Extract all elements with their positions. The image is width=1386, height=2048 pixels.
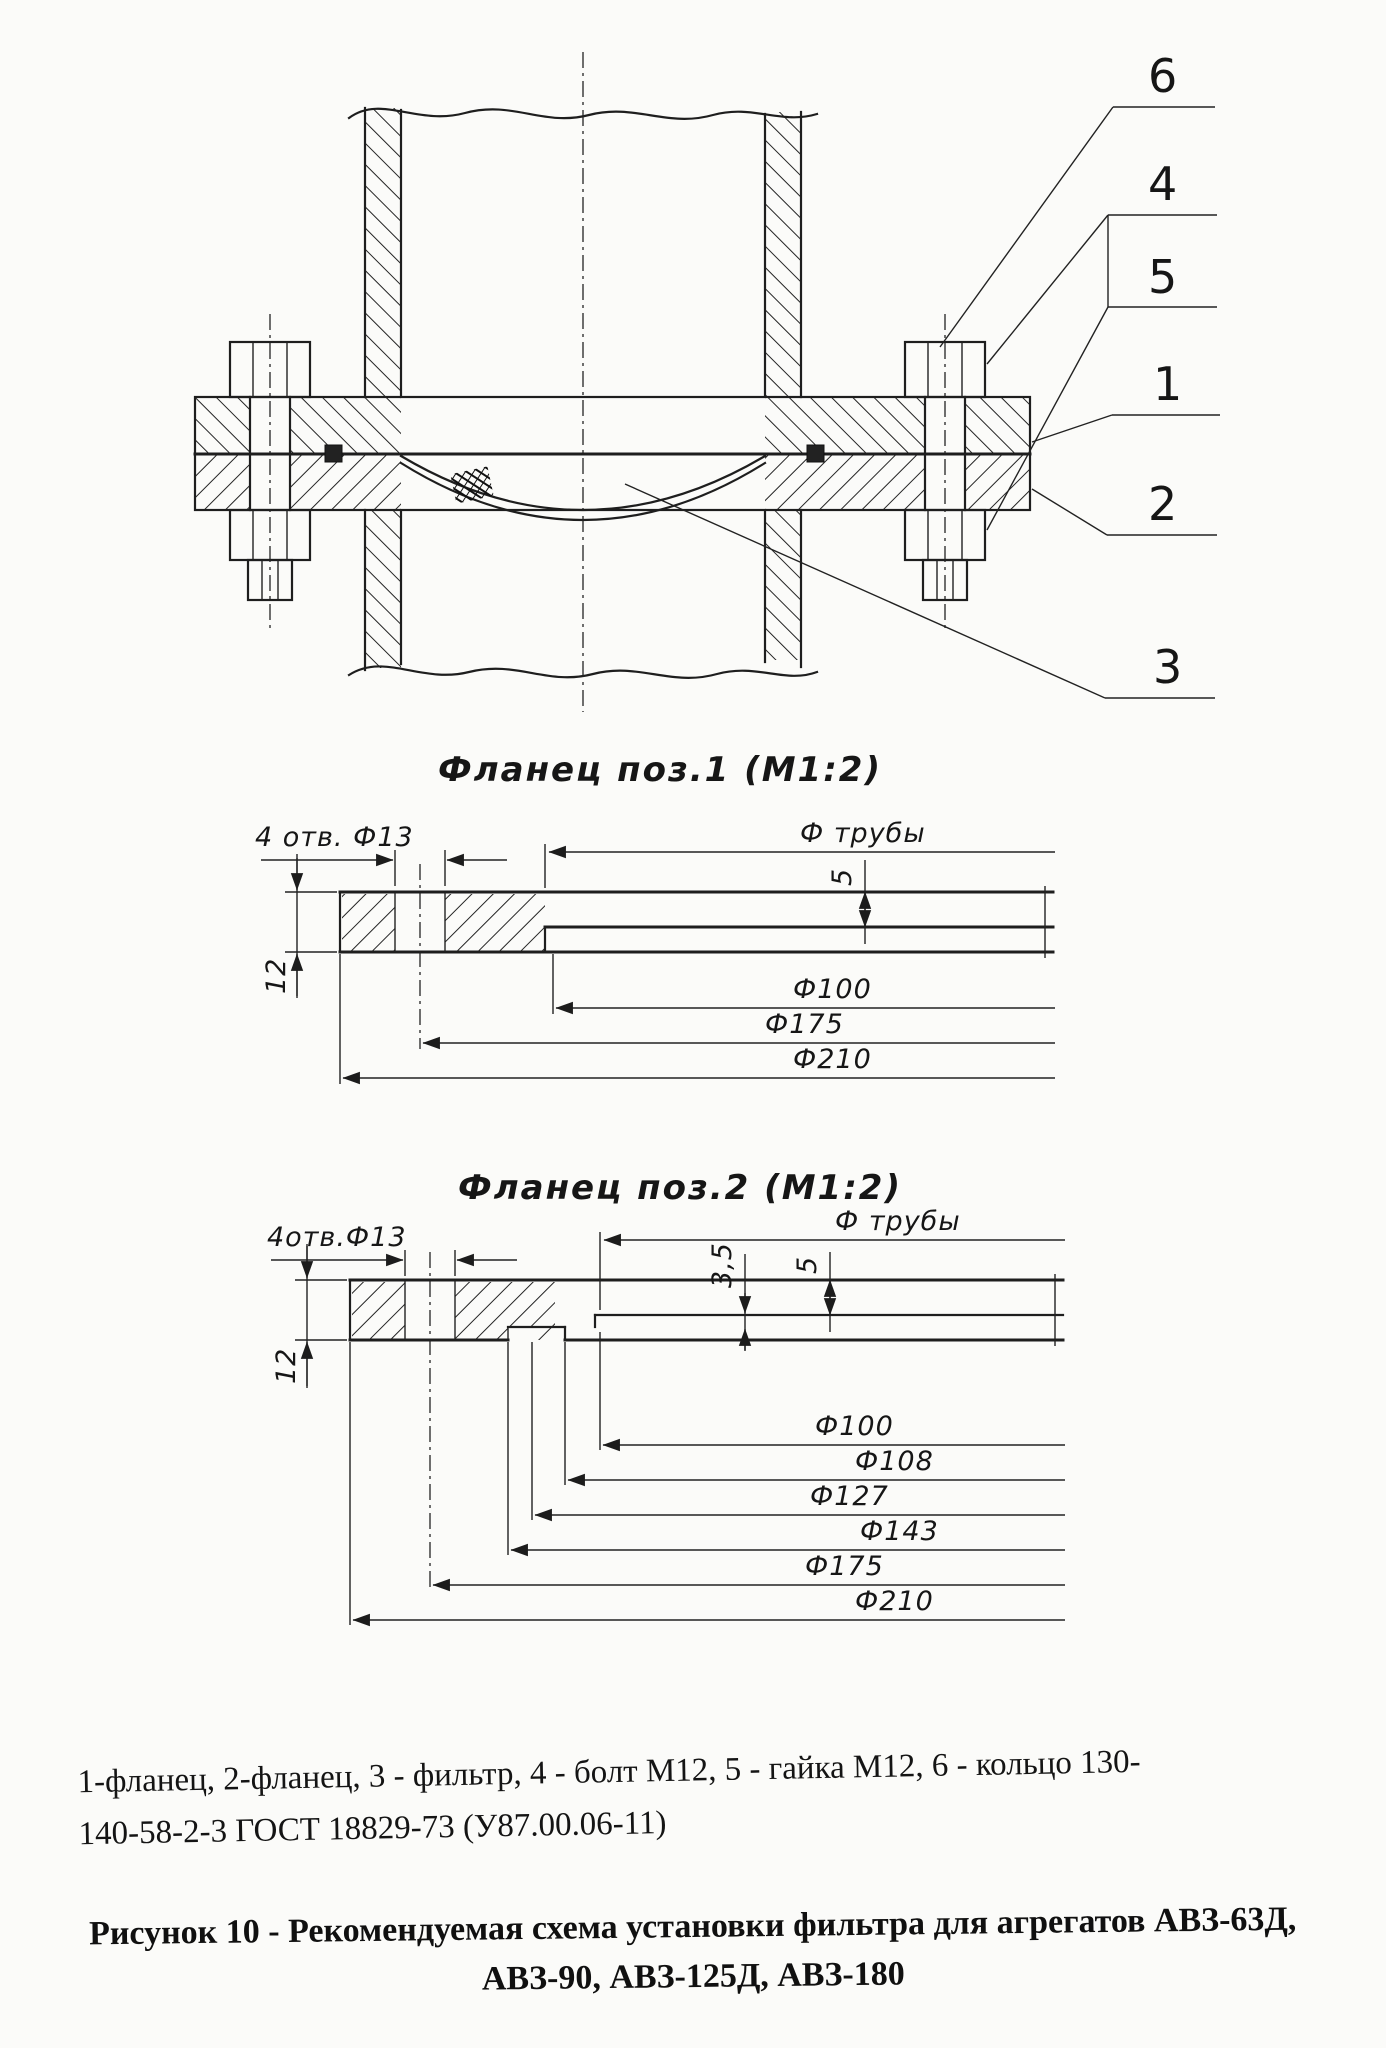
flange1-wall-label: 5 — [827, 868, 858, 886]
callout-5-number: 5 — [1148, 250, 1177, 304]
pipe-lower — [347, 508, 819, 679]
flange-plates — [193, 395, 1032, 512]
callout-1-number: 1 — [1153, 357, 1182, 411]
flange2-dim-d100: Ф100 — [599, 1332, 1065, 1452]
flange2-wall-label: 5 — [792, 1256, 823, 1274]
callouts: 6 4 5 1 2 3 — [624, 49, 1220, 699]
bolt-head — [903, 340, 987, 399]
figure-title: Рисунок 10 - Рекомендуемая схема установ… — [27, 1894, 1358, 2010]
flange1-dim-wall: 5 — [827, 860, 872, 944]
callout-2: 2 — [1031, 477, 1217, 536]
flange1-d175-label: Ф175 — [765, 1009, 844, 1040]
flange1-holes-label: 4 отв. Ф13 — [255, 822, 414, 853]
flange2-step-label: 3,5 — [707, 1242, 738, 1288]
flange1-pipe-label: Ф трубы — [800, 818, 926, 849]
flange2-d210-label: Ф210 — [855, 1586, 934, 1617]
callout-5: 5 — [986, 215, 1217, 531]
callout-3: 3 — [624, 483, 1215, 699]
flange2-thickness-label: 12 — [271, 1348, 302, 1384]
flange2-title: Фланец поз.2 (М1:2) — [458, 1168, 902, 1208]
bolt-left — [228, 314, 312, 630]
pipe-upper — [347, 106, 819, 399]
flange2-d127-label: Ф127 — [810, 1481, 889, 1512]
flange2-dim-d210: Ф210 — [349, 1342, 1065, 1627]
flange2-drawing: 4отв.Ф13 Ф трубы 3,5 5 12 Ф100 Ф1 — [267, 1206, 1065, 1627]
flange2-d143-label: Ф143 — [860, 1516, 939, 1547]
flange2-dim-step: 3,5 — [707, 1242, 752, 1351]
flange2-dim-d175: Ф175 — [432, 1551, 1065, 1592]
flange2-pipe — [563, 1274, 1065, 1346]
flange1-thickness-label: 12 — [261, 958, 292, 994]
flange2-d108-label: Ф108 — [855, 1446, 934, 1477]
flange1-dim-d175: Ф175 — [422, 1009, 1055, 1050]
flange1-pipe — [543, 886, 1055, 958]
filter-mesh-symbol — [450, 466, 494, 504]
flange2-d100-label: Ф100 — [815, 1411, 894, 1442]
flange2-dim-pipe: Ф трубы — [599, 1206, 1065, 1310]
assembly-drawing: 6 4 5 1 2 3 — [193, 49, 1220, 712]
pipe-break-top — [347, 107, 819, 120]
callout-6-number: 6 — [1148, 49, 1177, 103]
flange2-dim-d127: Ф127 — [531, 1342, 1065, 1522]
oring-left — [324, 444, 343, 463]
flange1-drawing: 4 отв. Ф13 Ф трубы 5 12 Ф100 Ф175 Ф210 — [255, 818, 1055, 1085]
callout-3-number: 3 — [1153, 640, 1182, 694]
flange2-dim-holes: 4отв.Ф13 — [267, 1222, 517, 1276]
flange1-dim-thickness: 12 — [261, 854, 337, 998]
flange2-holes-label: 4отв.Ф13 — [267, 1222, 407, 1253]
callout-1: 1 — [1031, 357, 1220, 443]
flange2-dim-wall: 5 — [792, 1252, 837, 1332]
flange1-d210-label: Ф210 — [793, 1044, 872, 1075]
callout-6: 6 — [939, 49, 1215, 348]
flange2-dim-thickness: 12 — [271, 1244, 347, 1388]
callout-4: 4 — [986, 157, 1217, 365]
flange1-dim-holes: 4 отв. Ф13 — [255, 822, 507, 886]
flange1-dim-d210: Ф210 — [339, 954, 1055, 1085]
flange2-dim-d143: Ф143 — [507, 1342, 1065, 1557]
flange1-d100-label: Ф100 — [793, 974, 872, 1005]
flange1-title: Фланец поз.1 (М1:2) — [438, 750, 882, 790]
flange1-plate — [338, 890, 709, 954]
flange1-dim-d100: Ф100 — [552, 954, 1055, 1015]
flange1-dim-pipe: Ф трубы — [544, 818, 1055, 888]
bolt-head — [228, 340, 312, 399]
flange2-d175-label: Ф175 — [805, 1551, 884, 1582]
oring-right — [806, 444, 825, 463]
callout-4-number: 4 — [1148, 157, 1177, 211]
bolt-right — [903, 314, 987, 630]
flange2-plate — [348, 1278, 712, 1342]
flange2-pipe-label: Ф трубы — [835, 1206, 961, 1237]
callout-2-number: 2 — [1148, 477, 1177, 531]
flange2-dim-d108: Ф108 — [564, 1342, 1065, 1487]
pipe-break-bottom — [347, 665, 819, 679]
parts-caption: 1-фланец, 2-фланец, 3 - фильтр, 4 - болт… — [77, 1732, 1359, 1861]
